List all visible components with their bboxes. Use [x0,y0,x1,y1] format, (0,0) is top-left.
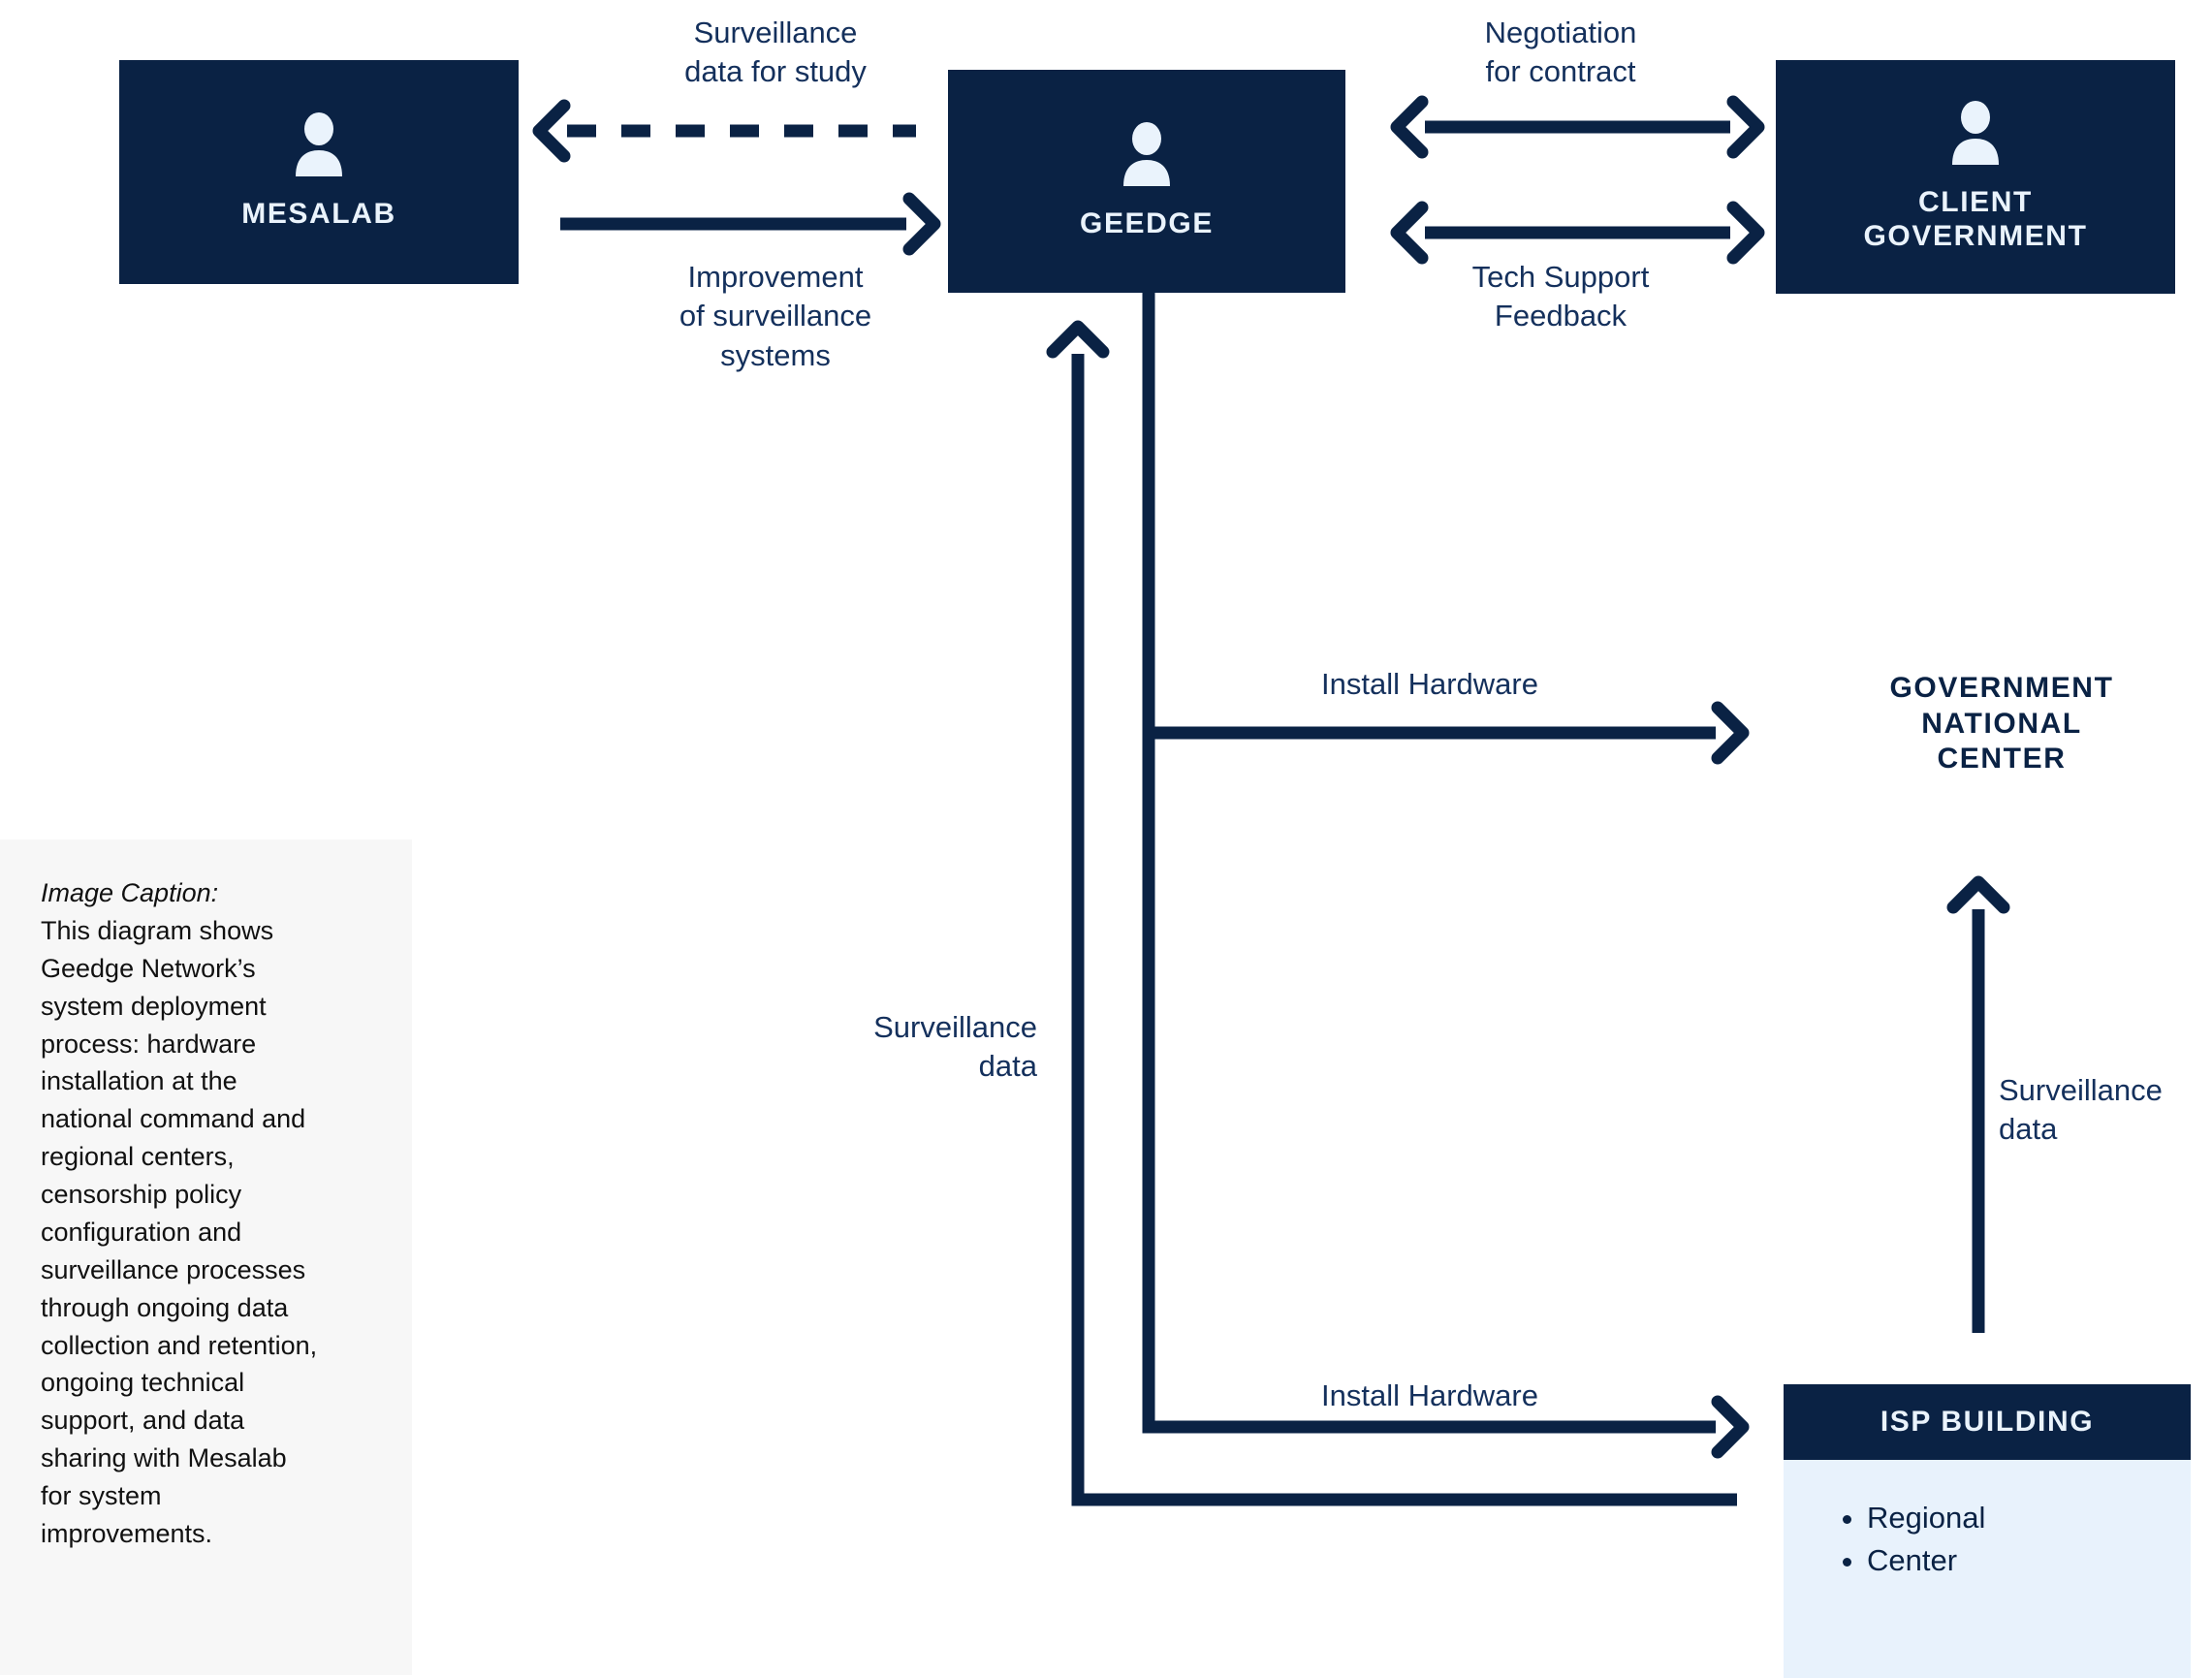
isp-building-title: ISP BUILDING [1880,1406,2095,1438]
isp-building-header: ISP BUILDING [1784,1384,2191,1460]
edge-label-surveillance-data-for-study: Surveillance data for study [684,16,867,89]
edge-label-install-hardware-isp: Install Hardware [1321,1378,1538,1412]
caption-title: Image Caption: [41,878,219,907]
edge-improvement-of-surveillance-systems [560,199,934,249]
node-label-mesalab: MESALAB [241,198,396,231]
edge-label-improvement-of-surveillance-systems: Improvement of surveillance systems [679,260,872,372]
node-isp-building[interactable]: ISP BUILDING Regional Center [1784,1384,2191,1678]
edge-label-tech-support-feedback: Tech Support Feedback [1471,260,1650,333]
node-client-government[interactable]: CLIENT GOVERNMENT [1776,60,2175,294]
node-label-client-government: CLIENT GOVERNMENT [1863,185,2088,252]
edge-label-negotiation-for-contract: Negotiation for contract [1484,16,1637,89]
edge-surveillance-data-to-national-center [1953,882,2004,1333]
image-caption-box: Image Caption: This diagram shows Geedge… [0,839,412,1675]
person-icon [1117,121,1177,191]
edge-surveillance-data-for-study [539,106,916,156]
node-geedge[interactable]: GEEDGE [948,70,1345,293]
edge-surveillance-data-to-geedge [1053,327,1737,1506]
edge-install-hardware-isp [1142,733,1743,1452]
edge-label-surveillance-data-to-geedge: Surveillance data [873,1010,1037,1084]
list-item: Center [1867,1539,2191,1582]
edge-tech-support-feedback [1397,207,1758,258]
edge-label-install-hardware-national: Install Hardware [1321,667,1538,701]
caption-text: This diagram shows Geedge Network’s syst… [41,915,318,1548]
isp-building-list: Regional Center [1838,1497,2191,1582]
isp-building-body: Regional Center [1784,1460,2191,1678]
node-government-national-center: GOVERNMENT NATIONAL CENTER [1889,672,2114,776]
person-icon [1945,100,2006,170]
list-item: Regional [1867,1497,2191,1539]
edge-negotiation-for-contract [1397,102,1758,152]
node-mesalab[interactable]: MESALAB [119,60,519,284]
node-label-geedge: GEEDGE [1080,206,1214,239]
person-icon [289,112,349,181]
edge-label-surveillance-data-to-national-center: Surveillance data [1999,1073,2163,1147]
